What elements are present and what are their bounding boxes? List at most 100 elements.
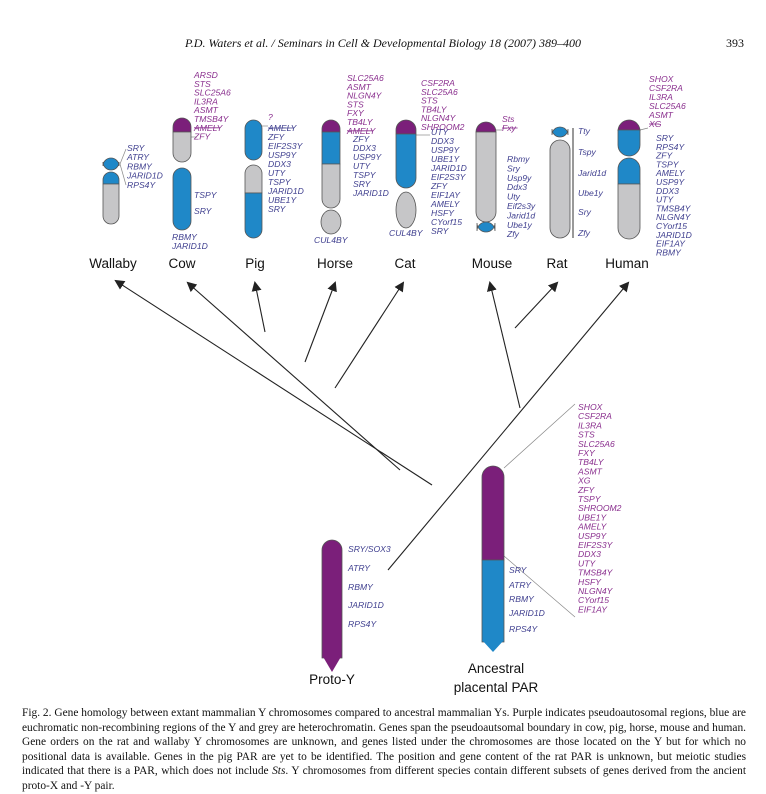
pig-lower-blue: [244, 192, 263, 239]
horse-right-gene-0: ZFY: [352, 134, 370, 144]
wallaby-connector-2: [119, 163, 127, 186]
cat-gene-2: STS: [421, 96, 438, 106]
horse-right-gene-5: SRY: [353, 179, 372, 189]
horse-gene-4: FXY: [347, 108, 365, 118]
cat-right-gene-1: DDX3: [431, 136, 454, 146]
pig-gene-7: JARID1D: [267, 186, 304, 196]
cat-right-gene-6: ZFY: [430, 181, 448, 191]
mouse-gene-0: Sts: [502, 114, 515, 124]
proto-y-gene-1: ATRY: [347, 563, 371, 573]
cat-right-gene-3: UBE1Y: [431, 154, 460, 164]
cow-gene-4: ASMT: [193, 105, 219, 115]
cat-right-gene-8: AMELY: [430, 199, 461, 209]
species-name-cat: Cat: [394, 256, 415, 271]
cat-blue: [395, 133, 417, 189]
proto-y-gene-3: JARID1D: [347, 600, 384, 610]
cat-right-gene-9: HSFY: [431, 208, 455, 218]
placental-par-gene-9: ZFY: [577, 485, 595, 495]
placental-par-gene-22: EIF1AY: [578, 604, 608, 614]
mouse-right-gene-8: Zfy: [506, 229, 520, 239]
y-chromosome-figure: SRYATRYRBMYJARID1DRPS4YARSDSTSSLC25A6IL3…: [89, 70, 692, 695]
horse-grey: [321, 163, 341, 209]
mouse-right-gene-4: Uty: [507, 192, 521, 202]
cow-gene-1: STS: [194, 79, 211, 89]
proto-y-gene-0: SRY/SOX3: [348, 544, 391, 554]
horse-bottom-gene-0: CUL4BY: [314, 235, 349, 245]
cow-right-gene-0: TSPY: [194, 190, 218, 200]
human-right-gene-1: RPS4Y: [656, 142, 685, 152]
pig-gene-5: UTY: [268, 168, 286, 178]
human-right-gene-4: AMELY: [655, 168, 686, 178]
placental-connector-bottom: [503, 555, 576, 618]
horse-gene-5: TB4LY: [347, 117, 374, 127]
placental-par-gene-21: CYorf15: [578, 595, 609, 605]
arrow-to-cow: [186, 281, 401, 471]
cat-gene-3: TB4LY: [421, 104, 448, 114]
proto-y-chromosome: [321, 539, 343, 659]
human-par: [617, 119, 641, 132]
placental-par-gene-5: FXY: [578, 448, 596, 458]
rat-gene-3: Ube1y: [578, 188, 604, 198]
rat-grey: [549, 139, 571, 239]
cow-right-gene-1: SRY: [194, 206, 213, 216]
placental-par-gene-14: USP9Y: [578, 531, 607, 541]
cat-par: [395, 119, 417, 135]
pig-gene-4: DDX3: [268, 159, 291, 169]
wallaby-gene-2: RBMY: [127, 161, 153, 171]
human-right-gene-3: TSPY: [656, 159, 680, 169]
arrow-to-horse: [304, 281, 337, 363]
page-number: 393: [726, 36, 744, 50]
rat-gene-0: Tty: [578, 126, 591, 136]
human-right-gene-11: JARID1D: [655, 230, 692, 240]
human-right-gene-7: UTY: [656, 195, 674, 205]
cat-right-gene-10: CYorf15: [431, 217, 462, 227]
placental-connector-top: [503, 403, 576, 469]
arrow-to-human: [387, 281, 630, 571]
evolution-arrows: [114, 279, 630, 571]
horse-right-gene-1: DDX3: [353, 143, 376, 153]
placental-par-gene-1: CSF2RA: [578, 411, 612, 421]
human-gene-1: CSF2RA: [649, 83, 683, 93]
species-name-rat: Rat: [546, 256, 567, 271]
wallaby-gene-4: RPS4Y: [127, 180, 156, 190]
cow-upper-grey: [172, 131, 192, 163]
arrow-to-mouse: [487, 281, 521, 409]
placental-par-gene-12: UBE1Y: [578, 512, 607, 522]
placental-par-gene-15: EIF2S3Y: [578, 540, 614, 550]
mouse-right-gene-2: Usp9y: [507, 173, 532, 183]
human-grey: [617, 183, 641, 240]
cow-gene-3: IL3RA: [194, 96, 218, 106]
human-right-gene-2: ZFY: [655, 151, 673, 161]
placental-par-gene-3: STS: [578, 430, 595, 440]
mouse-right-gene-6: Jarid1d: [506, 210, 535, 220]
placental-name-line1: Ancestral: [468, 661, 524, 676]
pig-gene-6: TSPY: [268, 177, 292, 187]
arrow-to-wallaby: [114, 279, 433, 486]
horse-satellite: [320, 209, 342, 235]
horse-right-gene-6: JARID1D: [352, 188, 389, 198]
wallaby-chromosome-grey: [102, 183, 120, 225]
placental-par-gene-16: DDX3: [578, 549, 601, 559]
placental-par: [481, 465, 505, 561]
horse-gene-0: SLC25A6: [347, 73, 384, 83]
figure-caption: Fig. 2. Gene homology between extant mam…: [22, 706, 746, 794]
horse-gene-3: STS: [347, 99, 364, 109]
arrow-to-cat: [334, 281, 405, 389]
wallaby-gene-3: JARID1D: [126, 171, 163, 181]
cat-right-gene-4: JARID1D: [430, 163, 467, 173]
human-right-gene-13: RBMY: [656, 247, 682, 257]
horse-gene-2: NLGN4Y: [347, 91, 383, 101]
mouse-right-gene-1: Sry: [507, 163, 521, 173]
mouse-par: [475, 121, 497, 133]
pig-top-gene-0: ?: [268, 112, 273, 122]
human-mid-blue: [617, 157, 641, 185]
placental-par-gene-7: ASMT: [577, 466, 603, 476]
species-name-wallaby: Wallaby: [89, 256, 137, 271]
species-name-mouse: Mouse: [472, 256, 513, 271]
horse-right-gene-2: USP9Y: [353, 152, 382, 162]
human-gene-3: SLC25A6: [649, 101, 686, 111]
cat-bottom-gene-0: CUL4BY: [389, 228, 424, 238]
human-gene-2: IL3RA: [649, 92, 673, 102]
placental-y-gene-3: JARID1D: [508, 608, 545, 618]
